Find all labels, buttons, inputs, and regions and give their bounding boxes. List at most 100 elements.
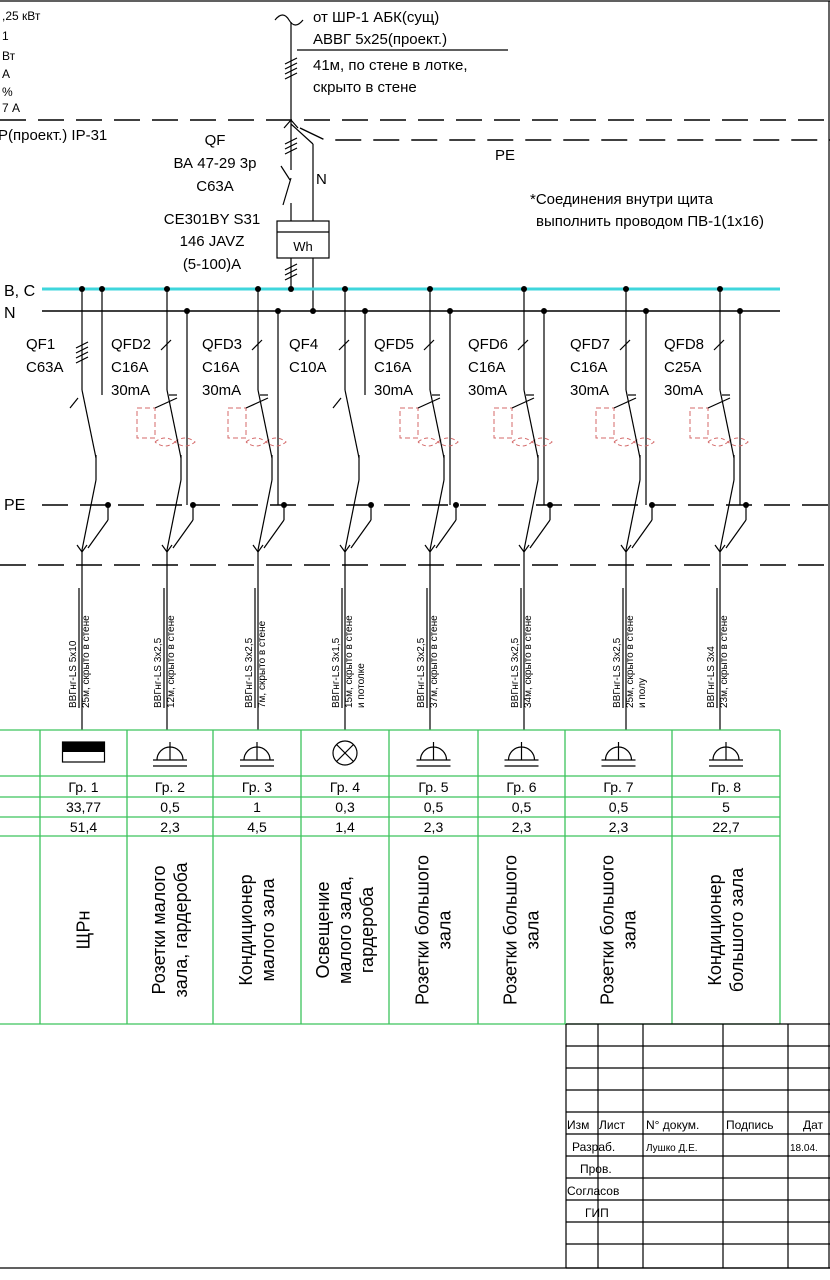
pe-label-left: PE: [4, 497, 25, 514]
group-power: 0,3: [335, 799, 355, 815]
feed-route-2: скрыто в стене: [313, 79, 417, 96]
cable-arrow: [424, 544, 436, 554]
conductor-to-load: [344, 479, 360, 551]
main-breaker-trip: [280, 165, 291, 181]
group-current: 2,3: [512, 819, 532, 835]
cable-route-2: и потолке: [356, 663, 367, 708]
breaker-hook: [707, 397, 731, 409]
group-number: Гр. 7: [603, 779, 633, 795]
breaker-name: QFD2: [111, 336, 151, 353]
stamp-razrab-date: 18.04.: [790, 1143, 818, 1154]
breaker-rating: С16А: [374, 359, 412, 376]
description-line: малого зала: [258, 877, 278, 981]
group-description: ЩРн: [74, 911, 94, 950]
main-breaker-text: QF ВА 47-29 3р С63А: [174, 132, 257, 195]
cable-type: ВВГнг-LS 3х2,5: [510, 637, 521, 708]
conductor-to-load: [523, 479, 539, 551]
meter-symbol: Wh: [293, 239, 313, 254]
breaker-hook: [332, 397, 342, 409]
breaker-tick: [517, 339, 529, 351]
group-number: Гр. 1: [68, 779, 98, 795]
description-line: Кондиционер: [705, 874, 725, 985]
pe-to-load: [631, 519, 653, 549]
group-number: Гр. 6: [506, 779, 536, 795]
rcd-sensor: [399, 407, 419, 439]
lamp-icon: [332, 740, 358, 766]
group-current: 2,3: [424, 819, 444, 835]
conductor-to-load: [166, 479, 182, 551]
stamp-doc: N° докум.: [646, 1118, 699, 1132]
cable-route: 7м, скрыто в стене: [257, 620, 268, 708]
stamp-date: Дат: [803, 1118, 824, 1132]
conductor-to-load: [257, 479, 273, 551]
meter-model: СЕ301BY S31: [164, 211, 260, 228]
bus-bc-label: В, С: [4, 283, 35, 300]
socket-icon: [709, 742, 743, 767]
stamp-prov: Пров.: [580, 1162, 612, 1176]
left-note-6: 7 А: [2, 101, 20, 115]
stamp-soglas: Согласов: [567, 1184, 619, 1198]
socket-icon: [504, 742, 539, 767]
breaker-hook: [417, 397, 441, 409]
connection-note: *Соединения внутри щита выполнить провод…: [530, 191, 764, 230]
pe-label-top: PE: [495, 147, 515, 164]
group-power: 0,5: [609, 799, 629, 815]
left-note-3: Вт: [2, 49, 16, 63]
cable-route: 25м, скрыто в стене: [81, 615, 92, 708]
main-breaker-type: ВА 47-29 3р: [174, 155, 257, 172]
feed-source: от ШР-1 АБК(сущ): [313, 9, 439, 26]
breaker-contact: [344, 389, 360, 459]
cable-arrow: [714, 544, 726, 554]
rcd-sensor: [227, 407, 247, 439]
rcd-toroid: [613, 437, 655, 447]
breaker-tick: [160, 339, 172, 351]
breaker-contact: [81, 389, 97, 459]
meter-out-ticks: [284, 263, 298, 281]
rcd-toroid: [417, 437, 459, 447]
conductor-to-load: [625, 479, 641, 551]
feed-phase-ticks: [284, 57, 298, 80]
description-line: Кондиционер: [236, 874, 256, 985]
rcd-toroid: [154, 437, 196, 447]
group-current: 51,4: [70, 819, 97, 835]
meter-model-2: 146 JAVZ: [180, 233, 245, 250]
left-note-5: %: [2, 85, 13, 99]
rcd-sensor: [595, 407, 615, 439]
breaker-contact: [719, 389, 735, 459]
breaker-contact: [625, 389, 641, 459]
description-line: ЩРн: [74, 911, 94, 950]
group-power: 5: [722, 799, 730, 815]
rcd-toroid: [245, 437, 287, 447]
group-number: Гр. 3: [242, 779, 272, 795]
breaker-rating: С16А: [111, 359, 149, 376]
group-power: 0,5: [424, 799, 444, 815]
pe-to-load: [350, 519, 372, 549]
breaker-hook: [69, 397, 79, 409]
description-line: зала: [523, 910, 543, 950]
breaker-name: QFD7: [570, 336, 610, 353]
socket-icon: [416, 742, 451, 767]
group-number: Гр. 4: [330, 779, 360, 795]
rcd-sensitivity: 30mA: [202, 382, 241, 399]
